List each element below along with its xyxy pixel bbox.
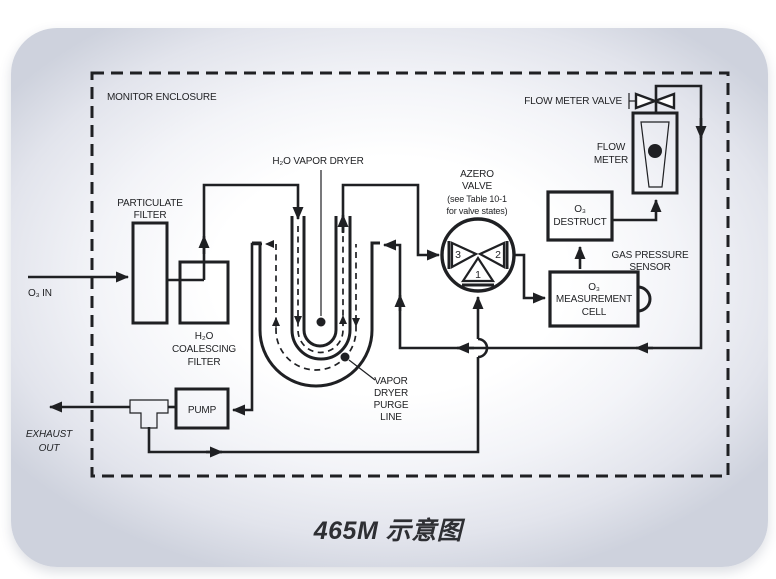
dryer-purge-path — [275, 244, 357, 371]
measurement-cell-label-3: CELL — [582, 307, 607, 318]
o3-destruct-label-2: DESTRUCT — [553, 217, 606, 228]
flow-meter-valve-label: FLOW METER VALVE — [524, 96, 622, 107]
gas-pressure-sensor-label-2: SENSOR — [629, 262, 670, 273]
azero-valve-label-2: VALVE — [462, 181, 492, 192]
pump-label: PUMP — [188, 405, 217, 416]
purge-line-label-1: VAPOR — [374, 376, 408, 387]
dryer-to-valve-line — [337, 183, 440, 261]
valve-to-cell-line — [514, 253, 546, 304]
azero-valve-label-4: for valve states) — [447, 206, 508, 216]
zero-air-line — [147, 296, 489, 458]
return-loop — [383, 84, 707, 354]
o3-in-label: O₃ IN — [28, 288, 52, 299]
particulate-filter: PARTICULATE FILTER — [117, 198, 183, 325]
azero-valve-label-3: (see Table 10-1 — [447, 194, 507, 204]
particulate-filter-label-2: FILTER — [134, 210, 167, 221]
purge-line-label-3: PURGE — [374, 400, 409, 411]
valve-port-1-number: 1 — [475, 269, 481, 281]
dryer-pointer-dot — [316, 317, 326, 327]
valve-port-2-wedge — [477, 241, 506, 269]
flow-meter-valve: FLOW METER VALVE — [524, 92, 676, 110]
flow-meter: FLOW METER — [594, 111, 679, 195]
dryer-shell — [252, 241, 380, 388]
sample-inlet: O₃ IN — [28, 271, 129, 299]
valve-port-1-wedge — [460, 255, 496, 283]
azero-valve: 3 2 1 AZERO VALVE (see Table 10-1 for va… — [440, 169, 516, 293]
measurement-cell-label-1: O₃ — [588, 282, 600, 293]
vapor-dryer-label: H₂O VAPOR DRYER — [272, 156, 363, 167]
monitor-enclosure-label: MONITOR ENCLOSURE — [107, 92, 217, 103]
exhaust-outlet: EXHAUST OUT — [26, 401, 130, 454]
flow-meter-valve-icon — [634, 92, 659, 110]
vapor-dryer: H₂O VAPOR DRYER VAPOR DRYER PURGE LINE — [252, 156, 409, 423]
pump: PUMP — [168, 387, 230, 430]
coalescing-filter-label-2: COALESCING — [172, 344, 236, 355]
monitor-enclosure-border — [90, 71, 730, 478]
measurement-cell-label-2: MEASUREMENT — [556, 294, 632, 305]
o3-destruct: O₃ DESTRUCT — [546, 190, 614, 242]
valve-port-3-wedge — [450, 241, 479, 269]
purge-line-label-4: LINE — [380, 412, 402, 423]
purge-pointer-dot — [340, 352, 350, 362]
coalescing-filter-label-1: H₂O — [195, 331, 214, 342]
filter-piping — [167, 183, 304, 282]
valve-port-3-number: 3 — [455, 249, 461, 261]
flow-meter-float — [648, 144, 662, 158]
tee-fitting — [129, 399, 169, 429]
flow-meter-tube — [640, 121, 670, 188]
figure-caption: 465M 示意图 — [313, 517, 463, 545]
line-hop — [477, 337, 489, 359]
measurement-cell: O₃ MEASUREMENT CELL GAS PRESSURE SENSOR — [548, 250, 689, 328]
valve-port-2-number: 2 — [495, 249, 501, 261]
o3-destruct-label-1: O₃ — [574, 204, 586, 215]
exhaust-label-2: OUT — [39, 443, 61, 454]
particulate-filter-label-1: PARTICULATE — [117, 198, 183, 209]
flow-meter-label-1: FLOW — [597, 142, 626, 153]
coalescing-filter-label-3: FILTER — [188, 357, 221, 368]
dryer-tube-inner — [302, 216, 338, 348]
purge-to-pump-line — [232, 242, 262, 416]
dryer-tube-outer — [290, 216, 352, 361]
purge-line-label-2: DRYER — [374, 388, 408, 399]
gas-pressure-sensor — [637, 285, 652, 313]
azero-valve-label-1: AZERO — [460, 169, 494, 180]
gas-pressure-sensor-label-1: GAS PRESSURE — [611, 250, 689, 261]
destruct-to-flowmeter-line — [612, 199, 662, 222]
exhaust-label-1: EXHAUST — [26, 429, 73, 440]
flow-meter-label-2: METER — [594, 155, 628, 166]
dryer-sample-path — [297, 226, 344, 354]
